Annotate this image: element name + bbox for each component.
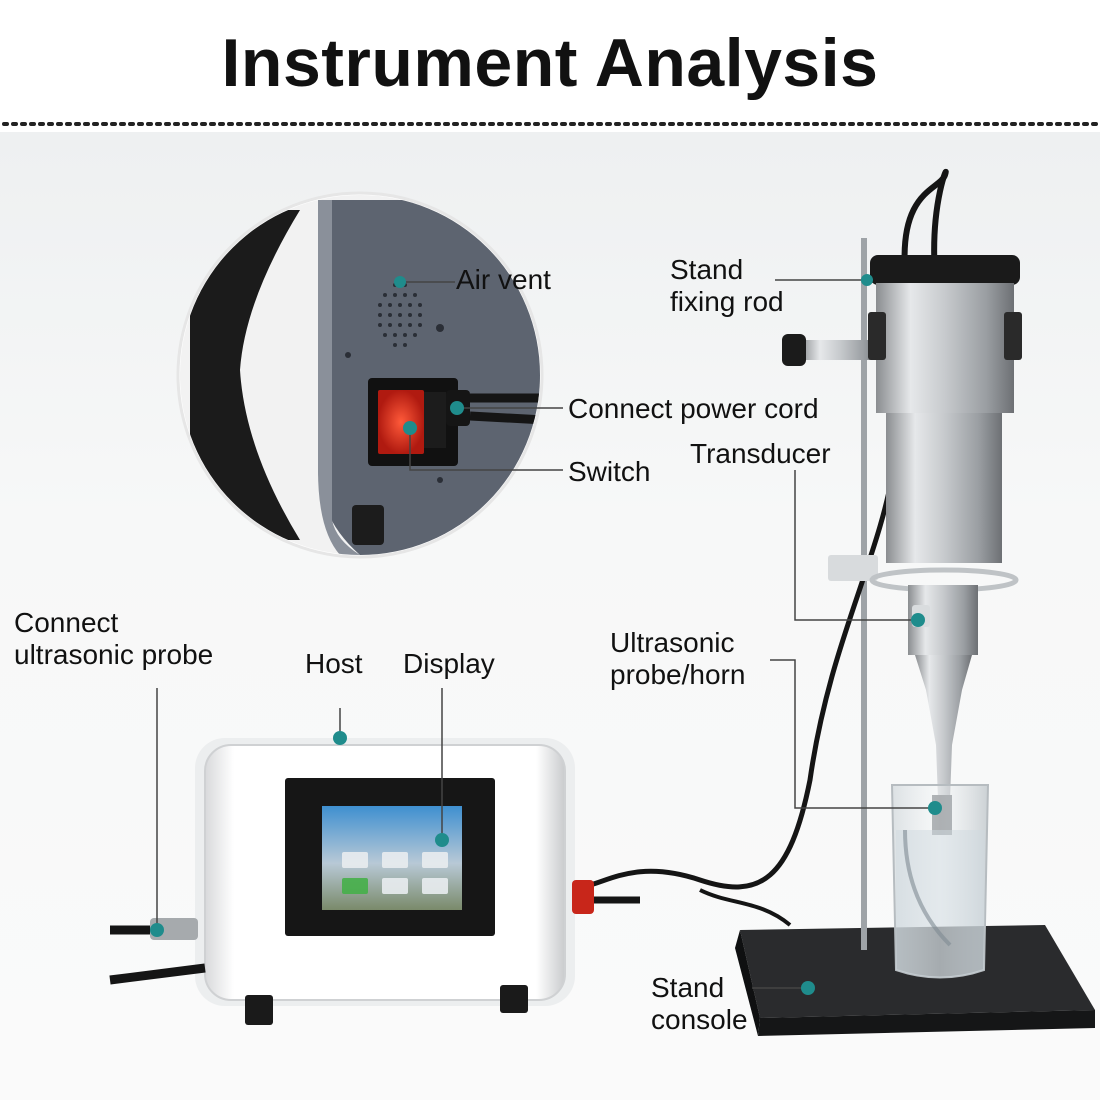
beaker	[890, 784, 990, 979]
stand-base	[735, 925, 1095, 1036]
transducer	[828, 255, 1022, 655]
zoom-inset	[176, 191, 544, 559]
label-connect-ultrasonic-probe: Connect ultrasonic probe	[14, 607, 213, 671]
label-stand-fixing-rod-line1: Stand	[670, 254, 744, 285]
label-stand-fixing-rod-line2: fixing rod	[670, 286, 784, 317]
label-connect-power-cord: Connect power cord	[568, 393, 819, 424]
label-stand-fixing-rod: Stand fixing rod	[670, 254, 784, 318]
label-probe-horn-line1: Ultrasonic	[610, 627, 735, 658]
label-stand-console: Stand console	[651, 972, 748, 1036]
label-air-vent: Air vent	[456, 264, 551, 295]
label-stand-console-line2: console	[651, 1004, 748, 1035]
stand-rod	[861, 238, 867, 950]
callout-lines	[156, 279, 935, 989]
label-probe-horn-line2: probe/horn	[610, 659, 746, 690]
label-stand-console-line1: Stand	[651, 972, 725, 1003]
dotted-divider	[2, 122, 1098, 126]
host-device	[109, 738, 640, 1025]
label-switch: Switch	[568, 456, 651, 487]
label-connect-probe-line2: ultrasonic probe	[14, 639, 214, 670]
label-host: Host	[305, 648, 363, 679]
label-transducer: Transducer	[690, 438, 831, 469]
page-title: Instrument Analysis	[221, 25, 879, 101]
callout-markers	[150, 274, 942, 995]
label-display: Display	[403, 648, 495, 679]
label-connect-probe-line1: Connect	[14, 607, 119, 638]
header: Instrument Analysis	[0, 0, 1100, 132]
label-ultrasonic-probe-horn: Ultrasonic probe/horn	[610, 627, 745, 691]
